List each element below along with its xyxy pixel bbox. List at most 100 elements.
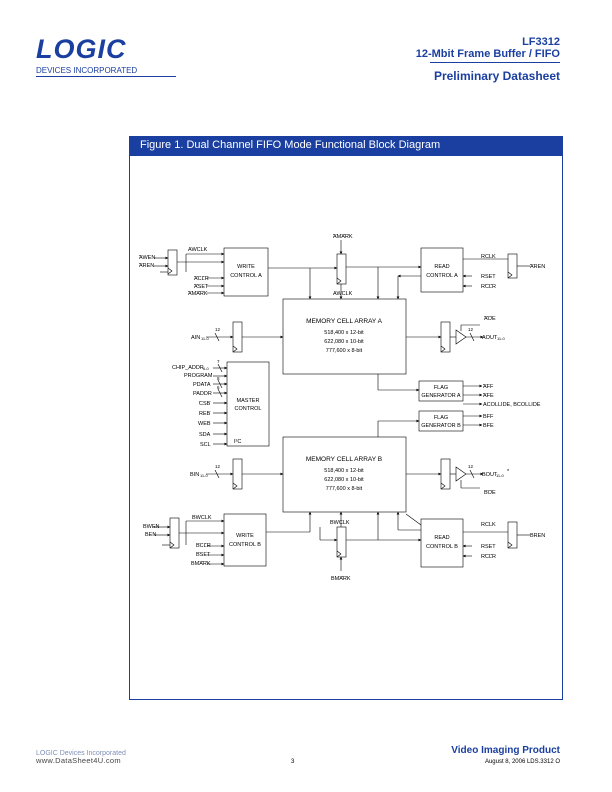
mem-b-line2: 622,080 x 10-bit	[324, 477, 364, 483]
sig-bren: BREN	[530, 533, 545, 539]
read-control-a-line2: CONTROL A	[426, 273, 458, 279]
footer-watermark[interactable]: www.DataSheet4U.com	[36, 756, 121, 765]
write-control-a-block	[223, 247, 269, 297]
sig-amark-top: AMARK	[333, 234, 353, 240]
sig-awclk: AWCLK	[188, 247, 208, 253]
sig-rset-a: RSET	[481, 274, 496, 280]
mem-b-title: MEMORY CELL ARRAY B	[306, 456, 382, 463]
sig-bout-sub: 11-0	[496, 473, 504, 478]
ain-register	[232, 321, 243, 353]
flag-a-line2: GENERATOR A	[421, 393, 461, 399]
sig-bwclk: BWCLK	[192, 515, 212, 521]
sig-aren-in: AREN	[139, 263, 154, 269]
logo-rule	[36, 76, 176, 77]
sig-collide: ACOLLIDE, BCOLLIDE	[483, 402, 541, 408]
sig-aclr: ACLR	[194, 276, 209, 282]
amark-register	[336, 253, 347, 285]
sig-bmark-bot: BMARK	[331, 576, 351, 582]
master-control-block	[226, 361, 270, 447]
mem-b-line3: 777,600 x 8-bit	[326, 486, 363, 492]
mem-a-line3: 777,600 x 8-bit	[326, 348, 363, 354]
flag-b-line1: FLAG	[434, 415, 448, 421]
footer-company: LOGIC Devices Incorporated	[36, 750, 126, 757]
flag-b-line2: GENERATOR B	[421, 423, 461, 429]
sig-rclk-b: RCLK	[481, 522, 496, 528]
bus-width-bin: 12	[215, 464, 221, 469]
read-control-b-line2: CONTROL B	[426, 544, 458, 550]
bus-width-chip-addr: 7	[217, 359, 220, 364]
write-control-a-line2: CONTROL A	[230, 273, 262, 279]
mem-b-line1: 518,400 x 12-bit	[324, 468, 364, 474]
sig-aset: ASET	[194, 284, 209, 290]
sig-bff: BFF	[483, 414, 494, 420]
sig-aoe: AOE	[484, 316, 496, 322]
company-logo: LOGIC	[36, 34, 127, 64]
sig-bmark: BMARK	[191, 561, 211, 567]
master-control-line2: CONTROL	[235, 406, 262, 412]
page-number: 3	[291, 759, 295, 765]
write-control-b-line1: WRITE	[236, 533, 254, 539]
aren-register	[507, 253, 518, 279]
mem-a-line1: 518,400 x 12-bit	[324, 330, 364, 336]
sig-aren-r: AREN	[530, 264, 545, 270]
sig-bwen: BWEN	[143, 524, 160, 530]
sig-awclk-mid: AWCLK	[333, 291, 353, 297]
sig-bwclk-mid: BWCLK	[330, 520, 350, 526]
sig-afe: AFE	[483, 393, 494, 399]
sig-bin: BIN	[190, 472, 199, 478]
doc-type: Preliminary Datasheet	[433, 69, 560, 83]
company-name: DEVICES INCORPORATED	[36, 66, 138, 75]
sig-ain: AIN	[191, 335, 200, 341]
sig-awen: AWEN	[139, 255, 155, 261]
read-control-a-line1: READ	[434, 264, 449, 270]
sig-aout-sub: 11-0	[497, 336, 505, 341]
bin-register	[232, 458, 243, 490]
memory-array-a-block	[282, 298, 407, 375]
memory-array-b-block	[282, 436, 407, 513]
bus-width-paddr: 6	[217, 385, 220, 390]
footer-doc-ref: August 8, 2006 LDS.3312 O	[484, 759, 560, 765]
sig-rclr-a: RCLR	[481, 284, 496, 290]
bren-register	[507, 521, 518, 549]
part-number: LF3312	[522, 36, 560, 48]
sig-bclr: BCLR	[196, 543, 211, 549]
sig-csb: CSB	[199, 401, 211, 407]
mem-a-title: MEMORY CELL ARRAY A	[306, 318, 383, 325]
sig-bout: BOUT	[482, 472, 498, 478]
figure-title-bar	[129, 136, 563, 156]
flag-a-line1: FLAG	[434, 385, 448, 391]
sig-aout: AOUT	[482, 335, 498, 341]
write-control-a-line1: WRITE	[237, 264, 255, 270]
bmark-register	[336, 526, 347, 558]
sig-rclk-a: RCLK	[481, 254, 496, 260]
bout-register	[440, 458, 451, 490]
sig-ain-sub: 11-0	[201, 336, 209, 341]
bus-width-ain: 12	[215, 327, 221, 332]
sig-ben: BEN	[145, 532, 156, 538]
sig-sda: SDA	[199, 432, 211, 438]
figure-title: Figure 1. Dual Channel FIFO Mode Functio…	[140, 139, 441, 151]
sig-reb: REB	[199, 411, 211, 417]
sig-bout-star: *	[507, 469, 510, 475]
master-control-line1: MASTER	[237, 398, 260, 404]
bus-width-bout: 12	[468, 464, 474, 469]
read-control-b-block	[420, 518, 464, 568]
sig-boe: BOE	[484, 490, 496, 496]
write-control-b-line2: CONTROL B	[229, 542, 261, 548]
bus-width-pdata: 8	[217, 376, 220, 381]
sig-pdata: PDATA	[193, 382, 211, 388]
sig-bin-sub: 11-0	[200, 473, 208, 478]
footer-product: Video Imaging Product	[451, 745, 560, 756]
sig-paddr: PADDR	[193, 391, 212, 397]
sig-bset: BSET	[196, 552, 211, 558]
sig-bfe: BFE	[483, 423, 494, 429]
read-control-a-block	[420, 247, 464, 293]
sig-amark: AMARK	[188, 291, 208, 297]
bwen-register	[169, 517, 180, 549]
sig-chip-addr: CHIP_ADDR	[172, 365, 204, 371]
product-subtitle: 12-Mbit Frame Buffer / FIFO	[415, 48, 560, 60]
block-diagram: WRITE CONTROL A READ CONTROL A MEMORY CE…	[139, 234, 545, 582]
read-control-b-line1: READ	[434, 535, 449, 541]
mem-a-line2: 622,080 x 10-bit	[324, 339, 364, 345]
write-control-b-block	[223, 513, 267, 567]
